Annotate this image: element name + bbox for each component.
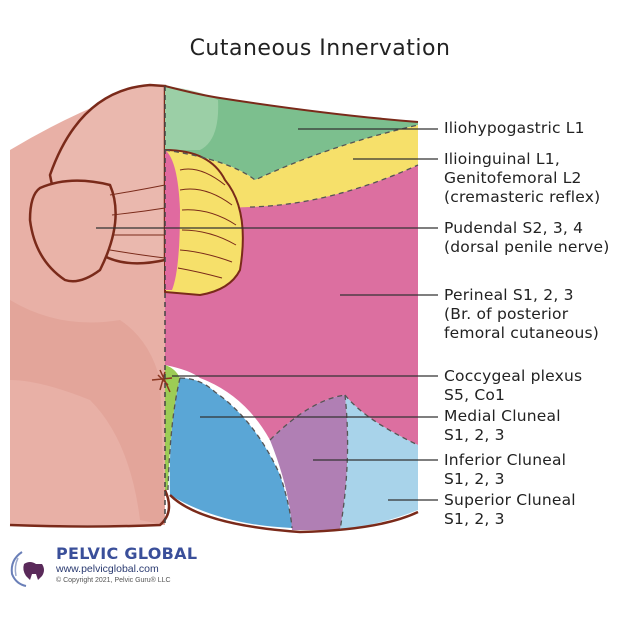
region-iliohypogastric xyxy=(165,86,418,180)
label-inferior-cluneal: Inferior Cluneal S1, 2, 3 xyxy=(444,451,566,489)
label-line: Coccygeal plexus xyxy=(444,367,583,385)
label-line: Superior Cluneal xyxy=(444,491,576,509)
region-iliohypogastric-light xyxy=(165,86,219,150)
label-line: (cremasteric reflex) xyxy=(444,188,601,206)
label-line: (dorsal penile nerve) xyxy=(444,238,610,256)
region-inferior-cluneal xyxy=(270,395,348,530)
label-line: Medial Cluneal xyxy=(444,407,561,425)
diagram-title: Cutaneous Innervation xyxy=(189,36,451,61)
globe-pelvis-icon xyxy=(10,551,44,587)
region-medial-cluneal xyxy=(169,378,292,528)
label-iliohypogastric: Iliohypogastric L1 xyxy=(444,119,585,138)
logo-url[interactable]: www.pelvicglobal.com xyxy=(56,563,159,575)
scrotum-texture xyxy=(109,168,237,279)
label-line: Ilioinguinal L1, xyxy=(444,150,560,168)
label-line: Iliohypogastric L1 xyxy=(444,119,585,137)
region-boundaries xyxy=(164,124,419,531)
label-line: S1, 2, 3 xyxy=(444,510,505,528)
region-pudendal xyxy=(165,150,180,290)
label-superior-cluneal: Superior Cluneal S1, 2, 3 xyxy=(444,491,576,529)
anus-mark xyxy=(151,369,173,393)
label-line: S1, 2, 3 xyxy=(444,470,505,488)
logo-name: PELVIC GLOBAL xyxy=(56,544,198,563)
region-superior-cluneal xyxy=(340,395,418,530)
label-medial-cluneal: Medial Cluneal S1, 2, 3 xyxy=(444,407,561,445)
label-ilioinguinal: Ilioinguinal L1, Genitofemoral L2 (crema… xyxy=(444,150,600,207)
glans xyxy=(28,179,117,283)
skin-left-shadow xyxy=(10,300,165,525)
label-line: S1, 2, 3 xyxy=(444,426,505,444)
label-pudendal: Pudendal S2, 3, 4 (dorsal penile nerve) xyxy=(444,219,610,257)
label-coccygeal: Coccygeal plexus S5, Co1 xyxy=(444,367,582,405)
label-line: femoral cutaneous) xyxy=(444,324,599,342)
label-line: S5, Co1 xyxy=(444,386,506,404)
buttock-outline xyxy=(9,489,171,528)
label-line: (Br. of posterior xyxy=(444,305,569,323)
top-outline xyxy=(164,85,419,123)
label-line: Pudendal S2, 3, 4 xyxy=(444,219,584,237)
buttock-outline-right xyxy=(169,494,419,534)
copyright-text: © Copyright 2021, Pelvic Guru® LLC xyxy=(56,577,171,584)
pelvic-global-logo: PELVIC GLOBAL www.pelvicglobal.com © Cop… xyxy=(8,544,208,590)
label-line: Genitofemoral L2 xyxy=(444,169,582,187)
label-line: Inferior Cluneal xyxy=(444,451,567,469)
leader-lines xyxy=(96,128,438,501)
label-line: Perineal S1, 2, 3 xyxy=(444,286,574,304)
label-perineal: Perineal S1, 2, 3 (Br. of posterior femo… xyxy=(444,286,599,343)
